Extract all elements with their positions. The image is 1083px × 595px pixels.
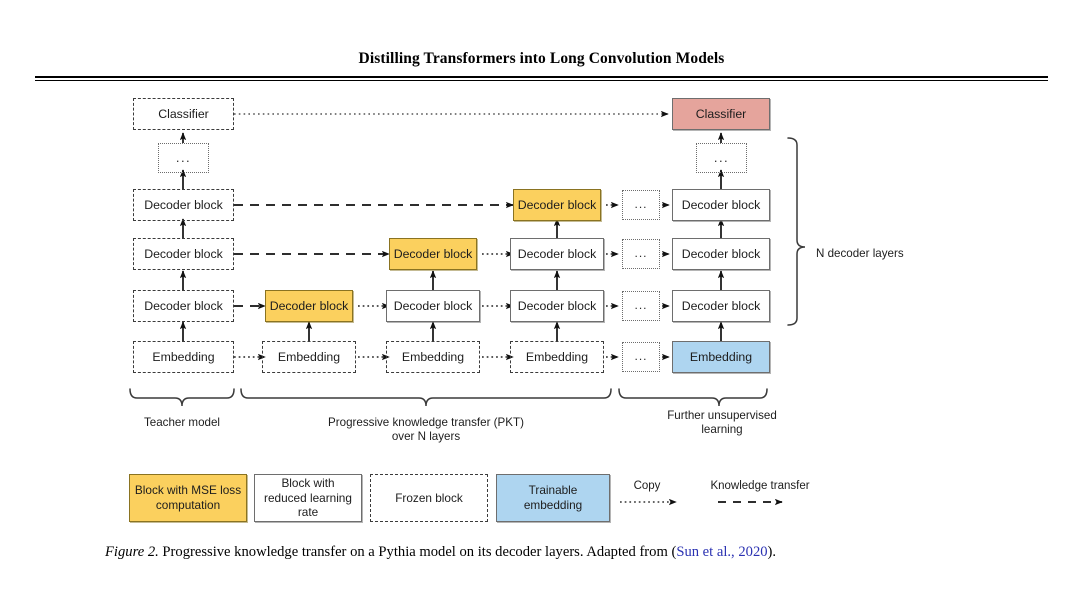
legend-arrow-label-copy: Copy bbox=[633, 480, 661, 492]
legend-item-mse-block: Block with MSE loss computation bbox=[129, 474, 247, 522]
brace-label-pkt: Progressive knowledge transfer (PKT) ove… bbox=[328, 416, 524, 444]
pkt3-decoder-block-mse[interactable]: Decoder block bbox=[513, 189, 601, 221]
student-decoder-block-mid[interactable]: Decoder block bbox=[672, 238, 770, 270]
figure-caption: Figure 2. Progressive knowledge transfer… bbox=[105, 543, 985, 562]
teacher-decoder-block-mid[interactable]: Decoder block bbox=[133, 238, 234, 270]
legend-item-frozen-block: Frozen block bbox=[370, 474, 488, 522]
brace-label-further: Further unsupervised learning bbox=[667, 409, 777, 437]
page-title: Distilling Transformers into Long Convol… bbox=[358, 50, 725, 67]
legend-item-reduced-lr-block: Block with reduced learning rate bbox=[254, 474, 362, 522]
pkt3-embedding[interactable]: Embedding bbox=[510, 341, 604, 373]
pkt3-decoder-block-reduced-lr-mid[interactable]: Decoder block bbox=[510, 238, 604, 270]
legend-item-trainable-embedding: Trainable embedding bbox=[496, 474, 610, 522]
figure-caption-citation[interactable]: Sun et al., 2020 bbox=[676, 544, 768, 560]
teacher-classifier[interactable]: Classifier bbox=[133, 98, 234, 130]
header-rule bbox=[35, 76, 1048, 78]
teacher-embedding[interactable]: Embedding bbox=[133, 341, 234, 373]
pkt2-embedding[interactable]: Embedding bbox=[386, 341, 480, 373]
student-trainable-embedding[interactable]: Embedding bbox=[672, 341, 770, 373]
pkt-ellipsis-embedding: ... bbox=[622, 342, 660, 372]
student-ellipsis: ... bbox=[696, 143, 747, 173]
student-decoder-block-bottom[interactable]: Decoder block bbox=[672, 290, 770, 322]
figure-caption-label: Figure 2. bbox=[105, 544, 159, 560]
pkt-ellipsis-top: ... bbox=[622, 190, 660, 220]
pkt-ellipsis-mid: ... bbox=[622, 239, 660, 269]
legend-arrow-label-knowledge-transfer: Knowledge transfer bbox=[710, 480, 810, 492]
header-rule-thin bbox=[35, 80, 1048, 81]
student-decoder-block-top[interactable]: Decoder block bbox=[672, 189, 770, 221]
pkt2-decoder-block-mse[interactable]: Decoder block bbox=[389, 238, 477, 270]
pkt2-decoder-block-reduced-lr[interactable]: Decoder block bbox=[386, 290, 480, 322]
student-classifier[interactable]: Classifier bbox=[672, 98, 770, 130]
pkt-ellipsis-bottom: ... bbox=[622, 291, 660, 321]
pkt3-decoder-block-reduced-lr-bottom[interactable]: Decoder block bbox=[510, 290, 604, 322]
brace-label-teacher: Teacher model bbox=[143, 416, 221, 429]
pkt1-embedding[interactable]: Embedding bbox=[262, 341, 356, 373]
teacher-decoder-block-top[interactable]: Decoder block bbox=[133, 189, 234, 221]
pkt1-decoder-block-mse[interactable]: Decoder block bbox=[265, 290, 353, 322]
teacher-decoder-block-bottom[interactable]: Decoder block bbox=[133, 290, 234, 322]
figure-caption-tail: ). bbox=[767, 544, 777, 560]
n-decoder-layers-label: N decoder layers bbox=[816, 247, 904, 260]
figure-caption-text: Progressive knowledge transfer on a Pyth… bbox=[158, 544, 677, 560]
teacher-ellipsis: ... bbox=[158, 143, 209, 173]
